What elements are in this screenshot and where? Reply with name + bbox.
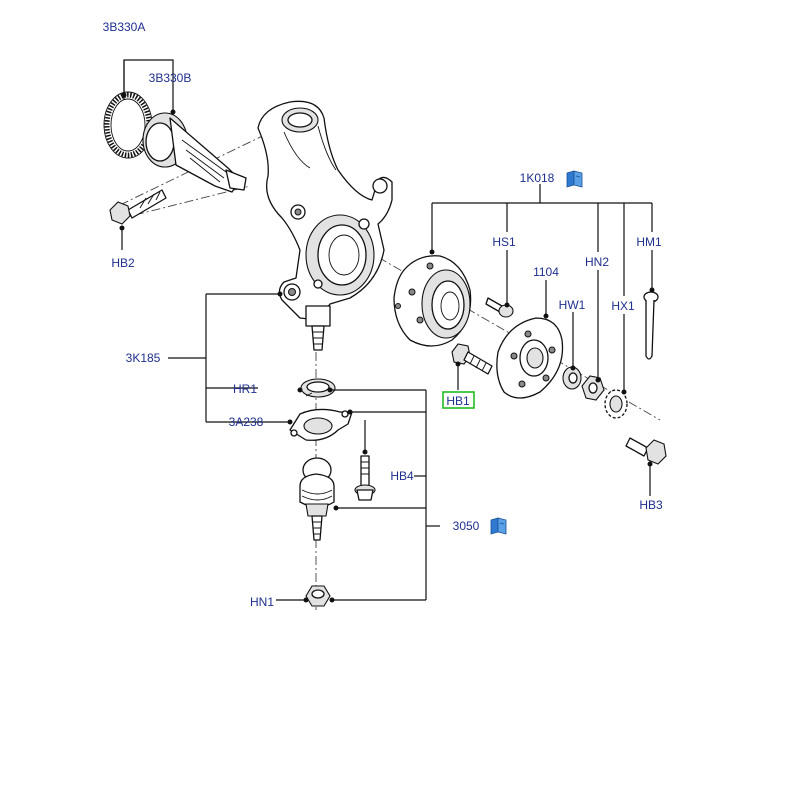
label-hn1[interactable]: HN1 [250,595,274,609]
steering-knuckle-part[interactable] [257,100,393,351]
label-hw1[interactable]: HW1 [559,298,586,312]
label-hm1[interactable]: HM1 [636,235,662,249]
label-hb1[interactable]: HB1 [446,394,470,408]
circlip-hr1-part[interactable] [300,378,336,398]
label-3b330b[interactable]: 3B330B [149,71,192,85]
bolt-hb4-part[interactable] [354,455,376,501]
leader-dots [119,92,655,603]
label-hs1[interactable]: HS1 [492,235,516,249]
label-hb3[interactable]: HB3 [639,498,663,512]
bolt-hb2-part[interactable] [109,189,167,225]
label-hb4[interactable]: HB4 [390,469,414,483]
label-hr1[interactable]: HR1 [233,382,257,396]
label-hx1[interactable]: HX1 [611,299,635,313]
label-3k185[interactable]: 3K185 [126,351,161,365]
label-1104[interactable]: 1104 [533,265,559,279]
ball-joint-part[interactable] [299,457,335,541]
washer-hw1-part[interactable] [562,366,582,390]
label-hb2[interactable]: HB2 [111,256,135,270]
bolt-hb3-part[interactable] [625,437,667,465]
selected-label-highlight [442,391,475,409]
retainer-hx1-part[interactable] [604,389,628,419]
part-labels: 3B330A 3B330B HB2 3K185 HR1 3A238 HB4 30… [103,20,663,609]
nut-hn1-part[interactable] [305,585,331,607]
book-icon[interactable] [490,517,507,535]
screw-hs1-part[interactable] [485,297,514,318]
brake-disc-part[interactable] [496,317,564,399]
book-icon[interactable] [566,170,583,188]
label-hn2[interactable]: HN2 [585,255,609,269]
dust-shield-part[interactable] [289,408,353,441]
label-3b330a[interactable]: 3B330A [103,20,146,34]
label-3a238[interactable]: 3A238 [229,415,264,429]
label-1k018[interactable]: 1K018 [520,171,555,185]
wheel-hub-part[interactable] [393,255,472,347]
leader-lines [121,59,653,601]
driveshaft-joint-part[interactable] [142,112,247,193]
split-pin-hm1-part[interactable] [643,291,659,360]
bolt-hb1-part[interactable] [451,343,493,375]
label-3050[interactable]: 3050 [453,519,480,533]
nut-hn2-part[interactable] [581,375,605,401]
